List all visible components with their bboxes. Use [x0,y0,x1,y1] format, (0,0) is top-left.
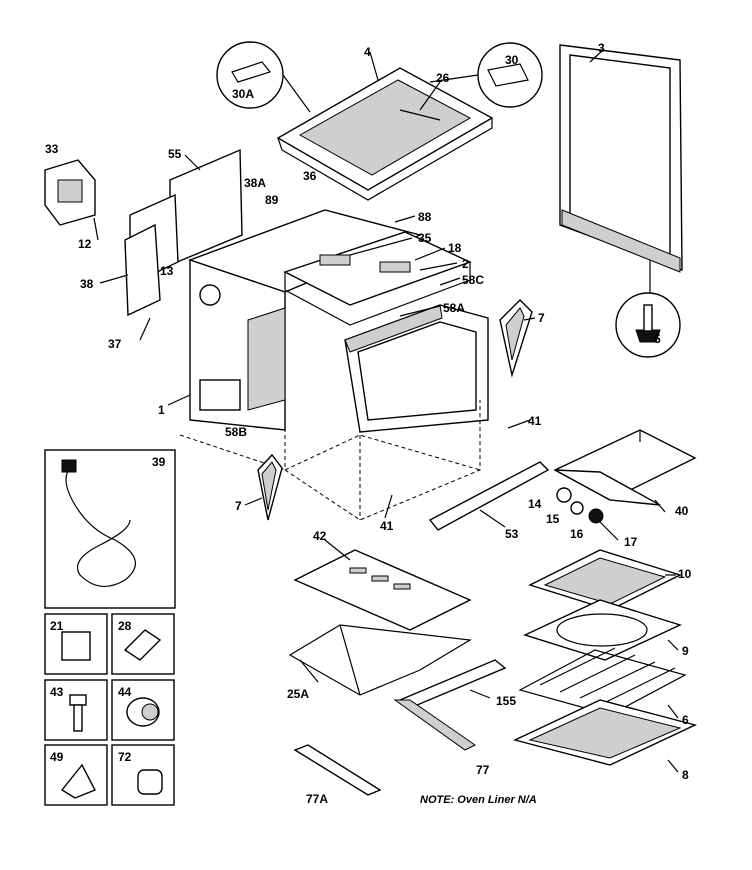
part-label: 43 [50,685,64,699]
part-label: 42 [313,529,327,543]
drawer-frame-25a [288,624,472,696]
part-label: 38A [244,176,266,190]
part-label: 39 [152,455,166,469]
oven-liner-note: NOTE: Oven Liner N/A [420,794,537,806]
callout-30a [216,41,311,113]
box-21 [44,613,108,675]
part-label: 8 [682,768,689,782]
part-label: 58C [462,273,484,287]
part-label: 14 [528,497,542,511]
part-label: 55 [168,147,182,161]
cooktop [283,231,472,326]
oven-front [344,304,489,433]
broiler-grid-10 [528,549,682,611]
part-label: 16 [570,527,584,541]
part-label: 21 [50,619,64,633]
part-label: 37 [108,337,122,351]
part-labels: 4 3 30 30A 26 33 55 38A 36 88 89 35 18 2… [45,41,692,806]
part-label: 2 [462,257,469,271]
box-43 [44,679,108,741]
side-panel-38 [124,223,161,317]
part-label: 26 [436,71,450,85]
part-label: 30A [232,87,254,101]
part-label: 9 [682,644,689,658]
part-label: 7 [235,499,242,513]
side-trim-right [499,299,533,378]
rail-53 [428,461,550,531]
part-label: 77A [306,792,328,806]
part-label: 17 [624,535,638,549]
part-label: 77 [476,763,490,777]
part-label: 7 [538,311,545,325]
part-label: 35 [418,231,432,245]
oven-rack-6 [518,647,687,716]
part-label: 6 [682,713,689,727]
part-label: 4 [364,45,371,59]
box-44 [111,679,175,741]
part-label: 38 [80,277,94,291]
part-label: 53 [505,527,519,541]
trim-77a [293,744,382,796]
box-28 [111,613,175,675]
part-label: 155 [496,694,516,708]
part-label: 41 [528,414,542,428]
part-label: 13 [160,264,174,278]
callout-30 [429,42,543,108]
trim-77 [393,699,476,751]
part-label: 58B [225,425,247,439]
top-panel [276,67,494,201]
part-label: 58A [443,301,465,315]
box-49 [44,744,108,806]
part-label: 30 [505,53,519,67]
broiler-pan-9 [523,599,682,661]
part-label: 5 [654,332,661,346]
part-label: 72 [118,750,132,764]
side-trim-left [257,453,283,521]
trim-155 [398,659,507,709]
box-72 [111,744,175,806]
drawer-bottom-42 [293,549,472,631]
part-label: 40 [675,504,689,518]
part-label: 28 [118,619,132,633]
part-label: 33 [45,142,59,156]
part-label: 15 [546,512,560,526]
oven-bottom-8 [512,699,698,766]
part-label: 1 [158,403,165,417]
part-label: 18 [448,241,462,255]
callout-5 [615,292,681,358]
part-label: 49 [50,750,64,764]
part-label: 41 [380,519,394,533]
part-label: 36 [303,169,317,183]
part-label: 88 [418,210,432,224]
part-label: 89 [265,193,279,207]
part-label: 44 [118,685,132,699]
part-label: 10 [678,567,692,581]
part-label: 25A [287,687,309,701]
part-label: 12 [78,237,92,251]
leader-lines [93,49,679,773]
main-body [187,209,423,431]
box-39 [44,449,176,609]
bracket-33 [44,159,96,226]
door-frame [559,44,683,295]
part-label: 3 [598,41,605,55]
drawer-front-40 [553,429,697,506]
knob-parts [556,487,604,524]
